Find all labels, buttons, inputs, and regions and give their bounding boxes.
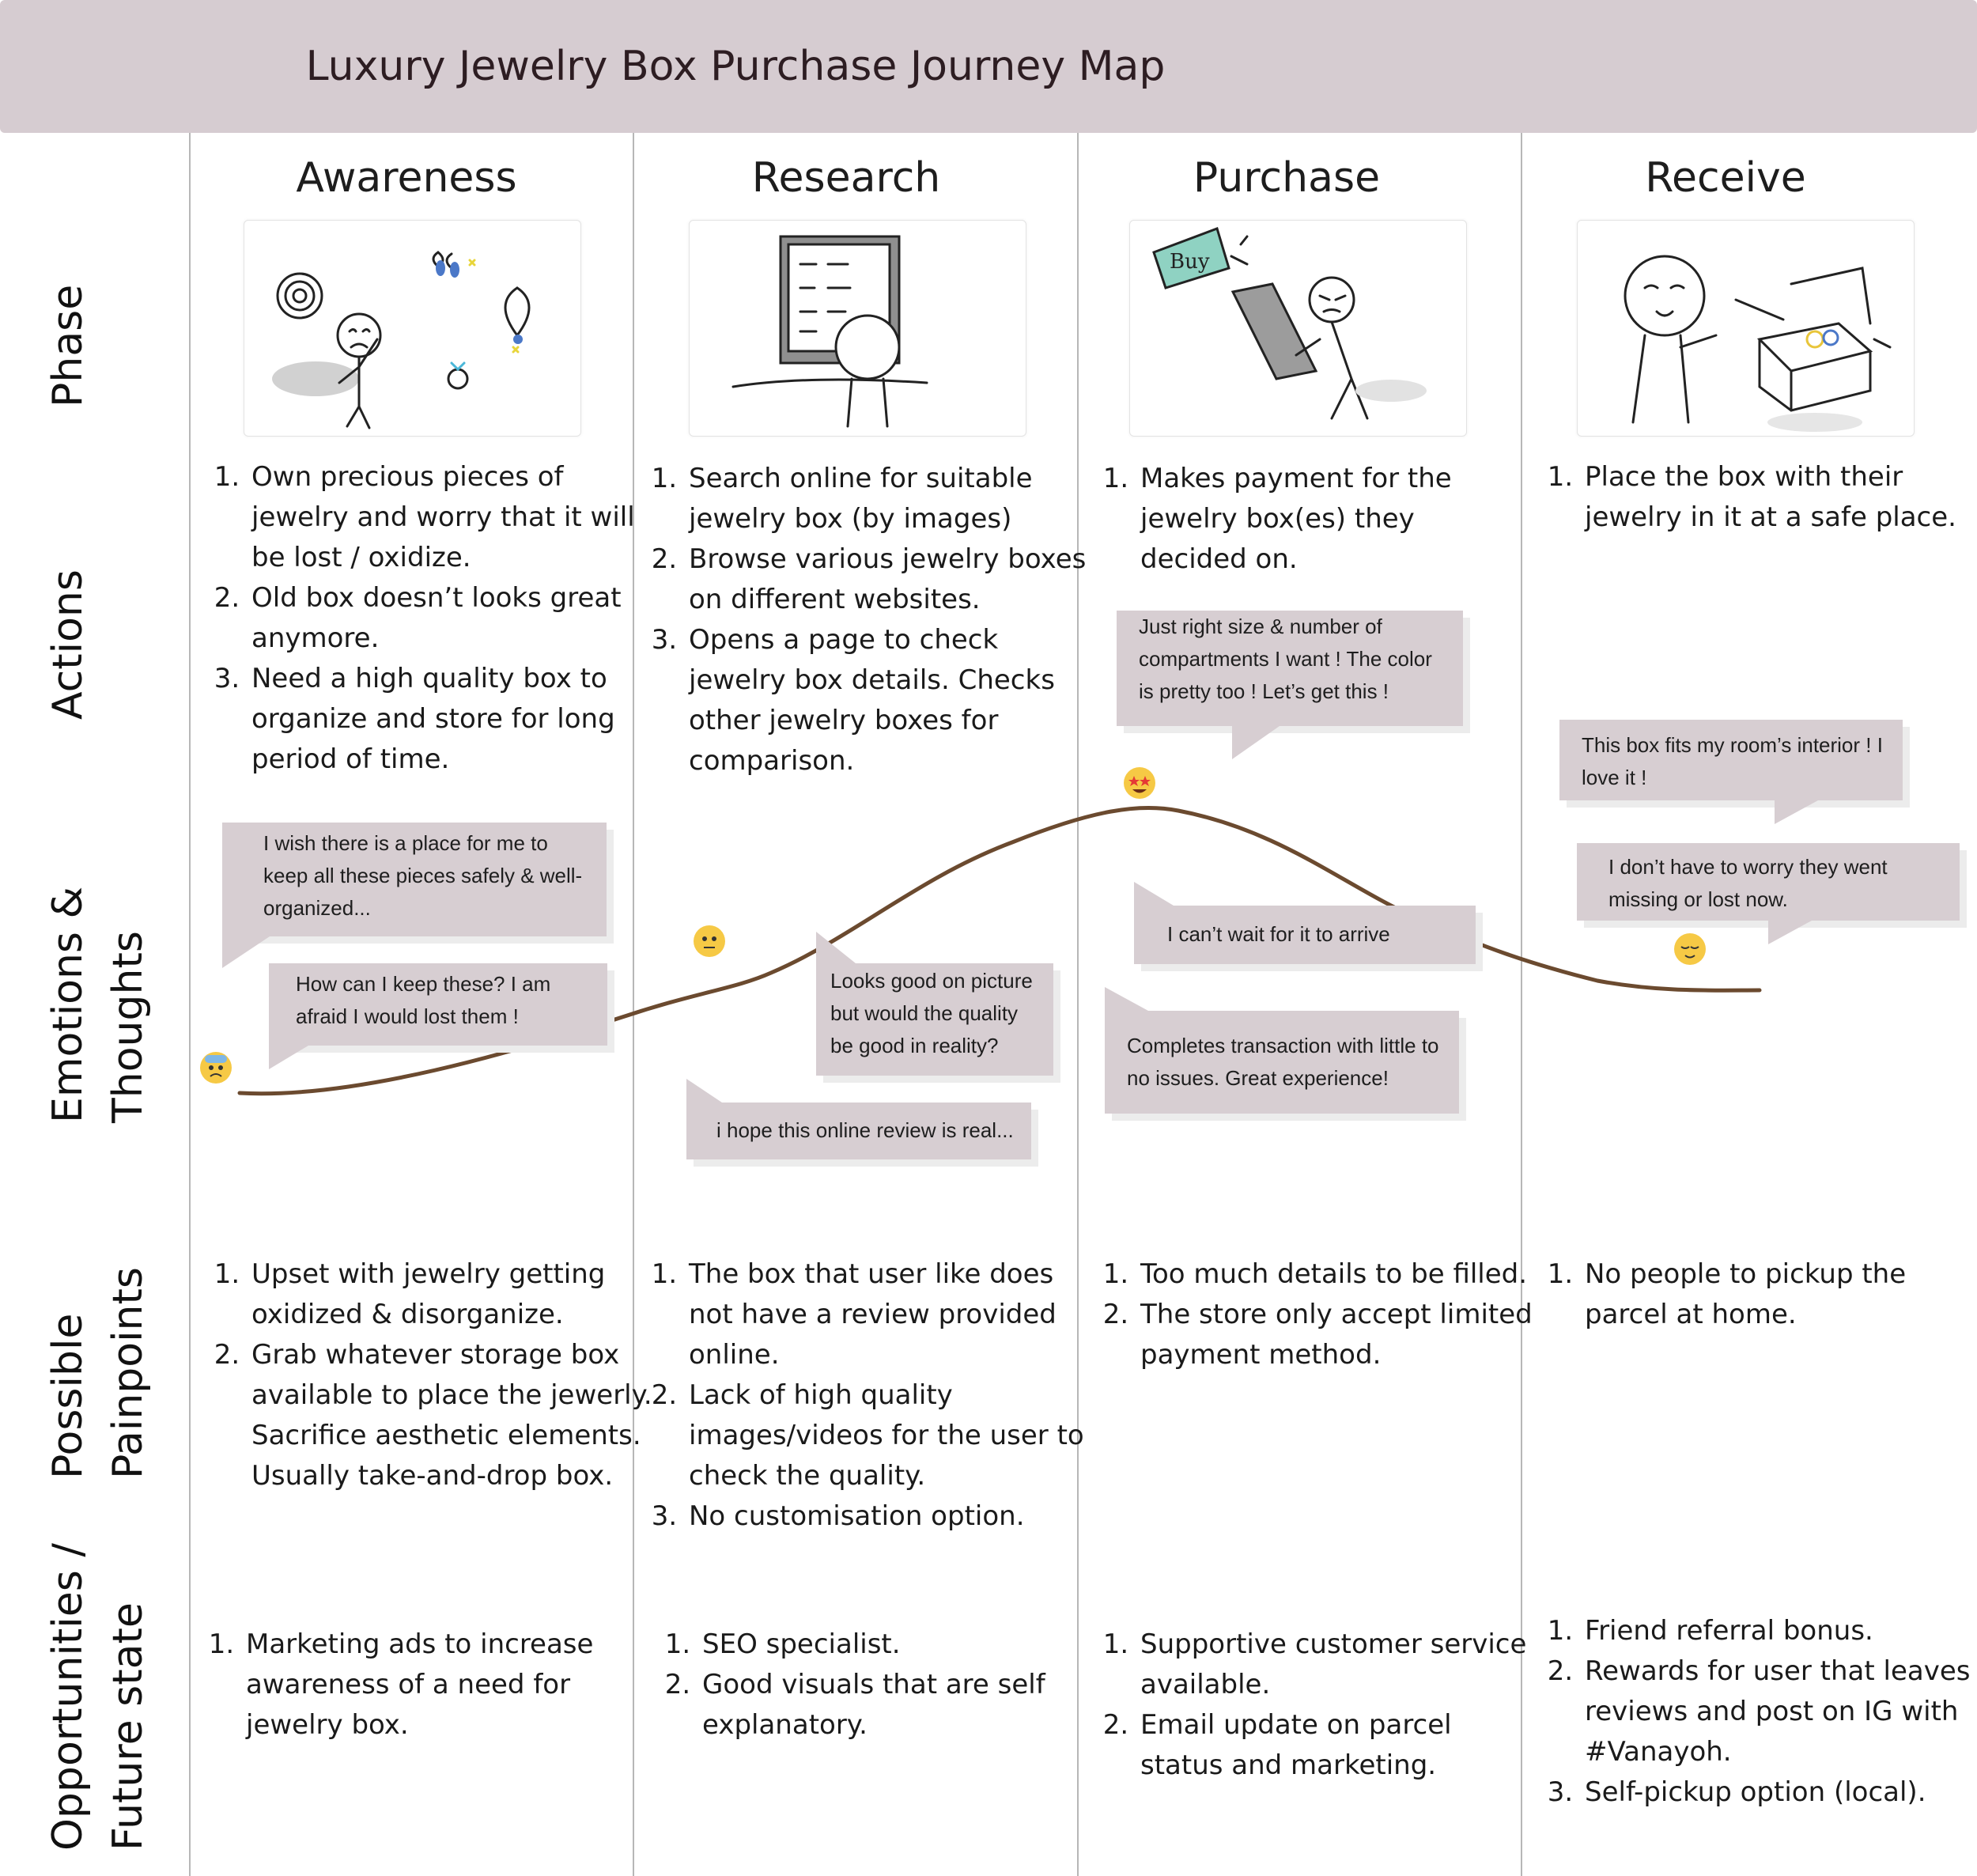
phase-heading-research: Research xyxy=(751,154,941,202)
list-item: The store only accept limited payment me… xyxy=(1137,1295,1548,1375)
thought-bubble: I can’t wait for it to arrive xyxy=(1134,882,1476,964)
list-item: Supportive customer service available. xyxy=(1137,1624,1533,1705)
list-item: Rewards for user that leaves reviews and… xyxy=(1582,1651,1977,1772)
neutral-face-emoji-icon xyxy=(694,925,725,957)
receive-actions: Place the box with their jewelry in it a… xyxy=(1548,457,1977,538)
thought-bubble: This box fits my room’s interior ! I lov… xyxy=(1559,720,1903,824)
page-title: Luxury Jewelry Box Purchase Journey Map xyxy=(305,43,1166,90)
row-label-opportunities: Opportunities /Future state xyxy=(44,1543,152,1851)
thought-bubble: I don’t have to worry they went missing … xyxy=(1577,843,1960,944)
receive-sketch xyxy=(1577,220,1915,437)
list-item: SEO specialist. xyxy=(699,1624,1094,1665)
receive-painpoints: No people to pickup the parcel at home. xyxy=(1548,1254,1977,1335)
star-struck-emoji-icon xyxy=(1124,767,1155,799)
list-item: Self-pickup option (local). xyxy=(1582,1772,1977,1813)
phase-heading-awareness: Awareness xyxy=(296,154,517,202)
purchase-painpoints: Too much details to be filled. The store… xyxy=(1104,1254,1548,1375)
row-label-emotions: Emotions &Thoughts xyxy=(44,886,152,1123)
relieved-face-emoji-icon xyxy=(1674,933,1706,965)
list-item: Email update on parcel status and market… xyxy=(1137,1705,1533,1786)
list-item: The box that user like does not have a r… xyxy=(686,1254,1097,1375)
list-item: Too much details to be filled. xyxy=(1137,1254,1548,1295)
thought-bubble: i hope this online review is real... xyxy=(686,1079,1031,1159)
phase-heading-purchase: Purchase xyxy=(1193,154,1381,202)
list-item: Own precious pieces of jewelry and worry… xyxy=(248,457,660,578)
column-divider xyxy=(189,133,191,1876)
list-item: Marketing ads to increase awareness of a… xyxy=(243,1624,654,1746)
list-item: Good visuals that are self explanatory. xyxy=(699,1665,1094,1746)
list-item: Opens a page to check jewelry box detail… xyxy=(686,620,1097,781)
thought-bubble: Looks good on picture but would the qual… xyxy=(816,932,1053,1076)
thought-bubble: How can I keep these? I am afraid I woul… xyxy=(269,963,607,1069)
list-item: Place the box with their jewelry in it a… xyxy=(1582,457,1977,538)
awareness-actions: Own precious pieces of jewelry and worry… xyxy=(215,457,660,780)
receive-opportunities: Friend referral bonus. Rewards for user … xyxy=(1548,1611,1977,1813)
list-item: Lack of high quality images/videos for t… xyxy=(686,1375,1097,1496)
list-item: Need a high quality box to organize and … xyxy=(248,659,660,780)
title-bar: Luxury Jewelry Box Purchase Journey Map xyxy=(0,0,1977,133)
list-item: Browse various jewelry boxes on differen… xyxy=(686,539,1097,620)
purchase-actions: Makes payment for the jewelry box(es) th… xyxy=(1104,459,1525,580)
phase-heading-receive: Receive xyxy=(1645,154,1806,202)
list-item: No customisation option. xyxy=(686,1496,1097,1537)
thought-bubble: I wish there is a place for me to keep a… xyxy=(222,823,607,968)
column-divider xyxy=(1077,133,1079,1876)
column-divider xyxy=(633,133,634,1876)
list-item: No people to pickup the parcel at home. xyxy=(1582,1254,1977,1335)
list-item: Grab whatever storage box available to p… xyxy=(248,1335,660,1496)
column-divider xyxy=(1521,133,1522,1876)
purchase-opportunities: Supportive customer service available. E… xyxy=(1104,1624,1533,1786)
worried-sweat-emoji-icon xyxy=(200,1052,232,1084)
list-item: Makes payment for the jewelry box(es) th… xyxy=(1137,459,1525,580)
research-painpoints: The box that user like does not have a r… xyxy=(652,1254,1097,1537)
research-sketch xyxy=(689,220,1026,437)
list-item: Search online for suitable jewelry box (… xyxy=(686,459,1097,539)
list-item: Friend referral bonus. xyxy=(1582,1611,1977,1651)
thought-bubble: Completes transaction with little to no … xyxy=(1105,987,1459,1114)
svg-text:Buy: Buy xyxy=(1170,250,1210,274)
thought-bubble: Just right size & number of compartments… xyxy=(1117,611,1463,759)
awareness-sketch xyxy=(244,220,581,437)
research-actions: Search online for suitable jewelry box (… xyxy=(652,459,1097,781)
list-item: Upset with jewelry getting oxidized & di… xyxy=(248,1254,660,1335)
awareness-painpoints: Upset with jewelry getting oxidized & di… xyxy=(215,1254,660,1496)
awareness-opportunities: Marketing ads to increase awareness of a… xyxy=(210,1624,654,1746)
row-label-phase: Phase xyxy=(44,284,92,407)
purchase-sketch: Buy xyxy=(1129,220,1467,437)
list-item: Old box doesn’t looks great anymore. xyxy=(248,578,660,659)
row-label-actions: Actions xyxy=(44,569,92,720)
research-opportunities: SEO specialist. Good visuals that are se… xyxy=(666,1624,1094,1746)
